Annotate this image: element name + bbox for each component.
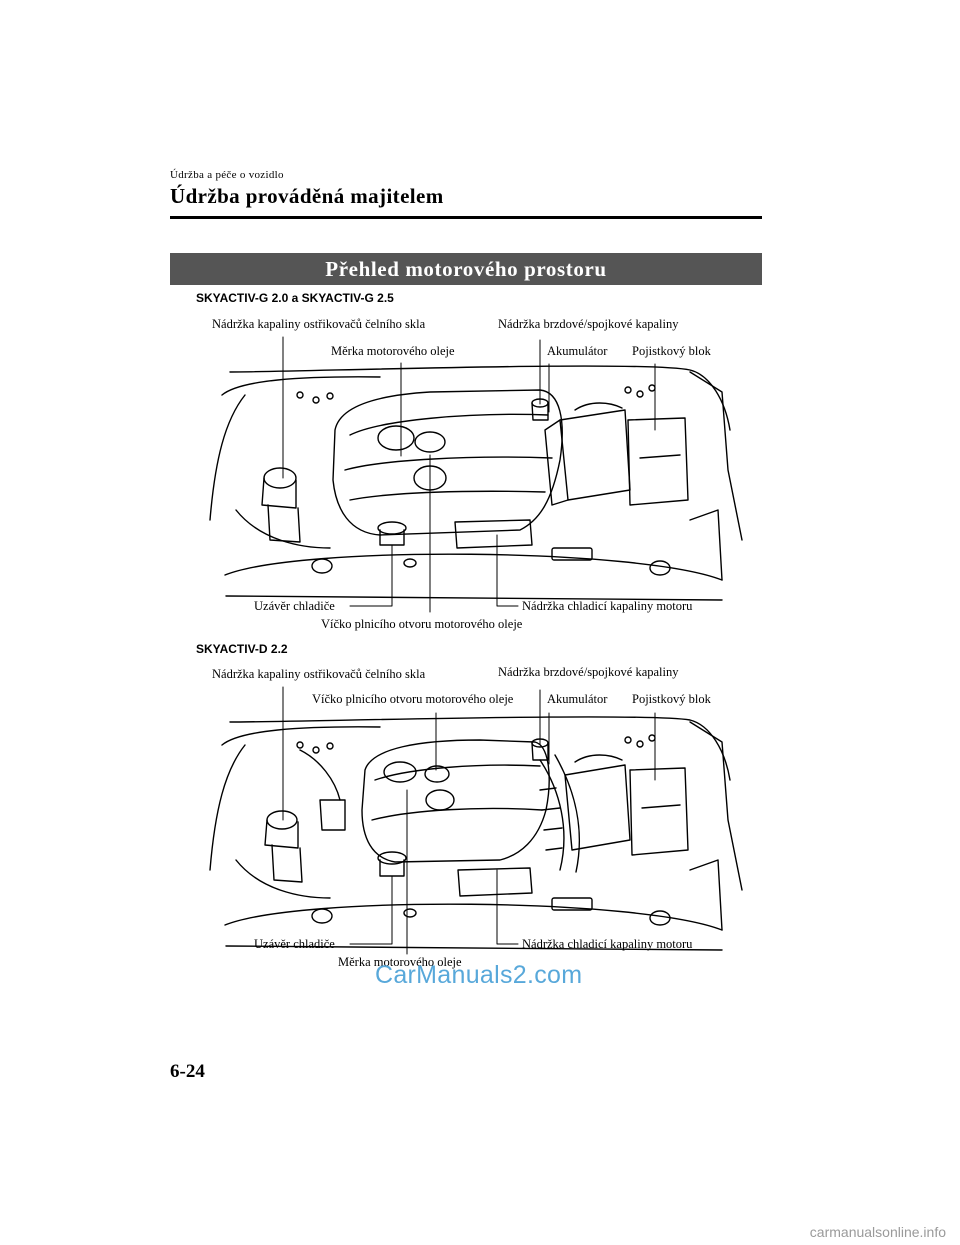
engine-bay-drawing-diesel [209,716,743,951]
label-oil-dipstick-petrol: Měrka motorového oleje [331,344,455,358]
label-radiator-cap-diesel: Uzávěr chladiče [254,937,335,951]
label-washer-tank-petrol: Nádržka kapaliny ostřikovačů čelního skl… [212,317,426,331]
callout-leaders-petrol [282,336,656,613]
title-rule [170,216,762,219]
label-brake-clutch-tank-diesel: Nádržka brzdové/spojkové kapaliny [498,665,679,679]
watermark: CarManuals2.com [375,961,583,989]
label-coolant-tank-petrol: Nádržka chladicí kapaliny motoru [522,599,693,613]
label-oil-filler-cap-diesel: Víčko plnicího otvoru motorového oleje [312,692,514,706]
label-oil-filler-cap-petrol: Víčko plnicího otvoru motorového oleje [321,617,523,631]
engine-bay-drawing-petrol [209,365,743,601]
variant-label-diesel: SKYACTIV-D 2.2 [196,642,288,656]
label-radiator-cap-petrol: Uzávěr chladiče [254,599,335,613]
footer-site-link[interactable]: carmanualsonline.info [809,1224,946,1240]
label-coolant-tank-diesel: Nádržka chladicí kapaliny motoru [522,937,693,951]
label-battery-diesel: Akumulátor [547,692,608,706]
callout-leaders-diesel [282,686,656,955]
label-battery-petrol: Akumulátor [547,344,608,358]
label-oil-dipstick-diesel: Měrka motorového oleje [338,955,462,969]
breadcrumb: Údržba a péče o vozidlo [170,169,284,181]
section-banner: Přehled motorového prostoru [170,253,762,285]
label-brake-clutch-tank-petrol: Nádržka brzdové/spojkové kapaliny [498,317,679,331]
label-fuse-block-diesel: Pojistkový blok [632,692,712,706]
label-fuse-block-petrol: Pojistkový blok [632,344,712,358]
page-title: Údržba prováděná majitelem [170,184,444,208]
page-number: 6-24 [170,1061,205,1082]
variant-label-petrol: SKYACTIV-G 2.0 a SKYACTIV-G 2.5 [196,291,394,305]
label-washer-tank-diesel: Nádržka kapaliny ostřikovačů čelního skl… [212,667,426,681]
